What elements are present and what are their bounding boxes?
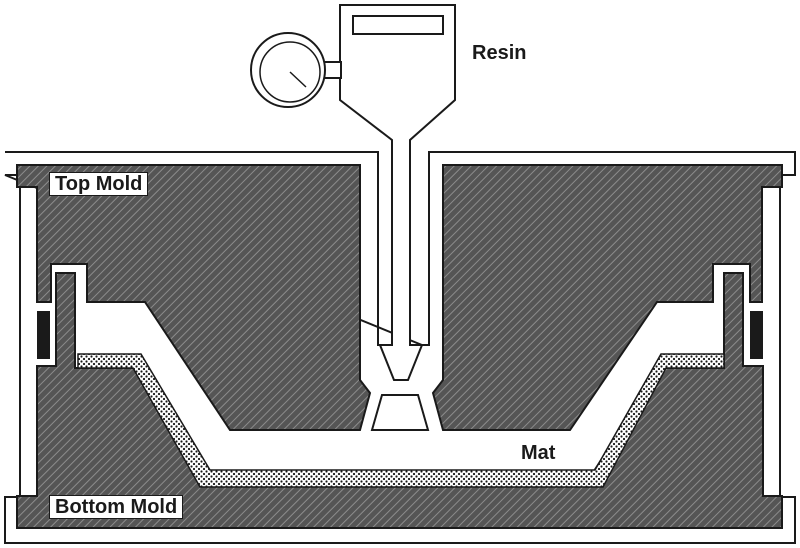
right-seal xyxy=(750,311,763,359)
pressure-gauge-icon xyxy=(250,32,342,108)
hopper-window xyxy=(352,15,444,35)
left-seal xyxy=(37,311,50,359)
resin-hopper xyxy=(339,4,456,381)
top-mold-left xyxy=(16,164,372,431)
fiber-mat xyxy=(77,353,725,488)
top-mold-label: Top Mold xyxy=(49,172,149,196)
mat-label: Mat xyxy=(521,442,556,464)
top-mold-right xyxy=(431,164,783,431)
resin-label: Resin xyxy=(472,42,527,64)
injection-nozzle xyxy=(370,394,430,431)
bottom-mold-label: Bottom Mold xyxy=(49,495,184,519)
